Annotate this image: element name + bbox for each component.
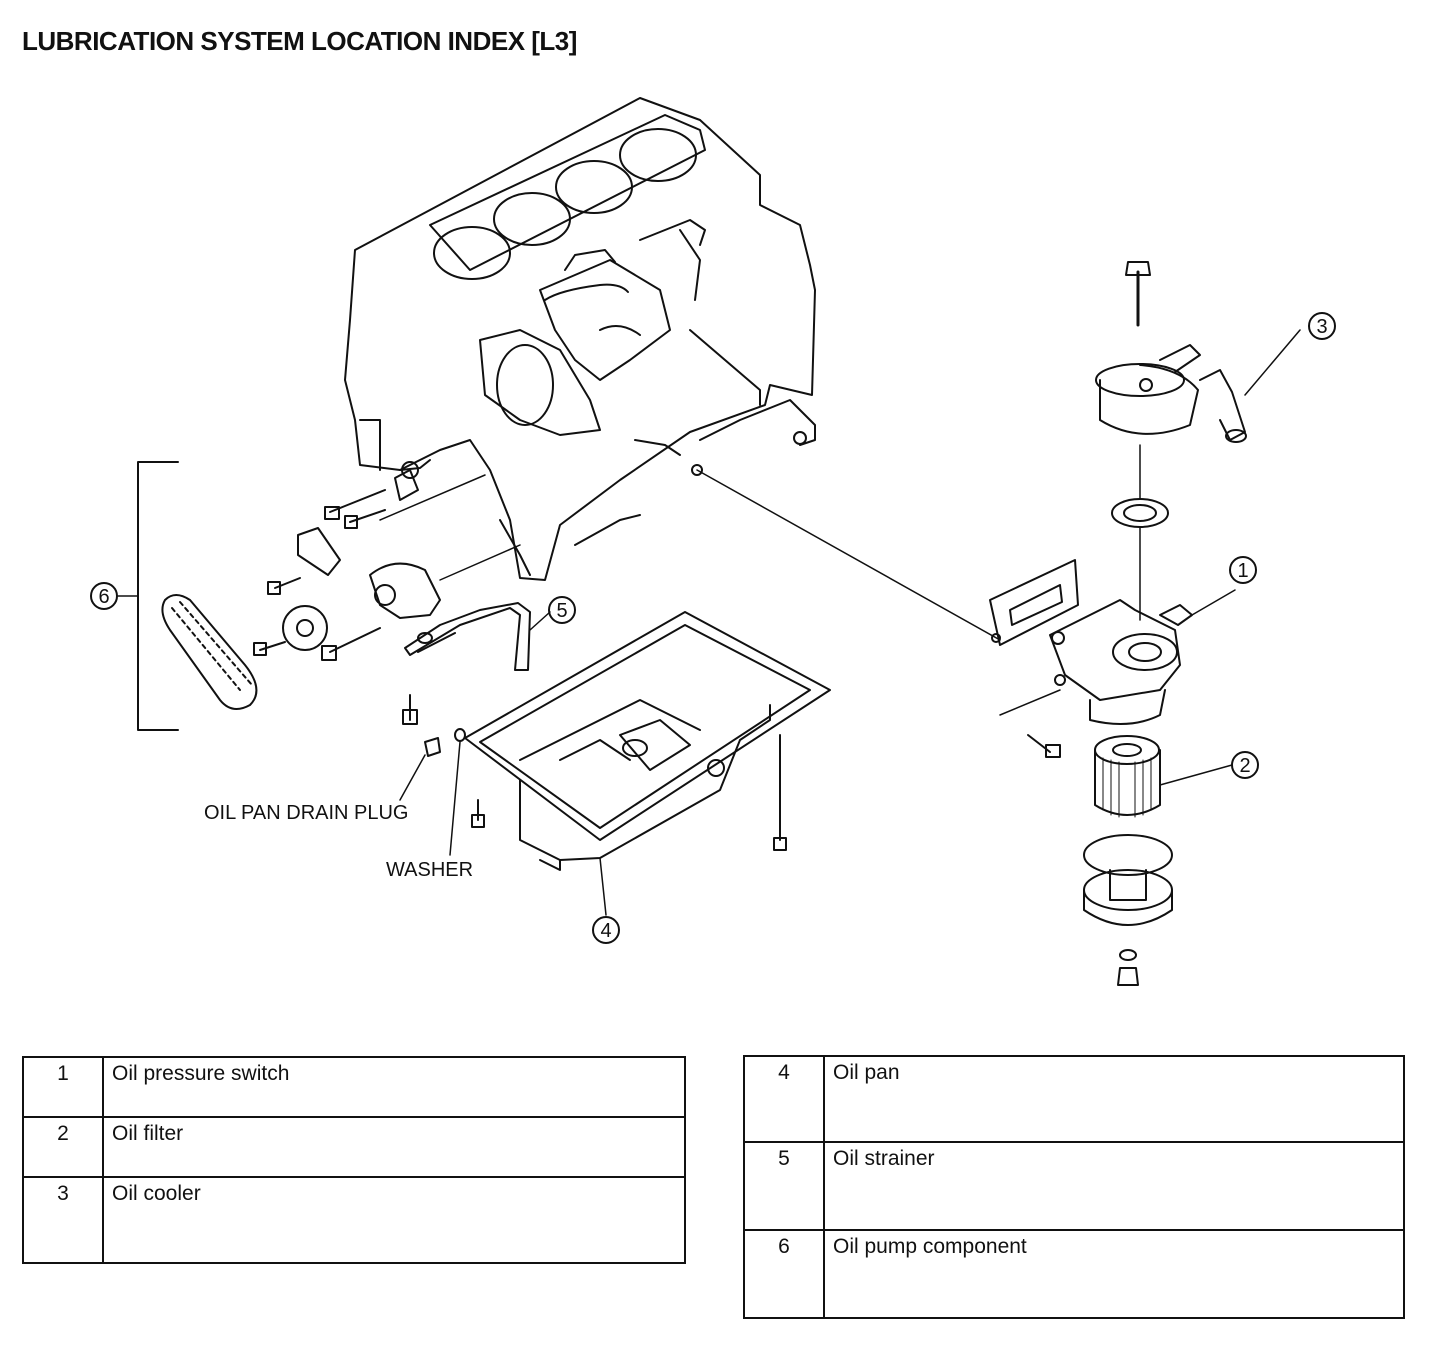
legend-row: 1 Oil pressure switch <box>22 1056 686 1118</box>
exploded-diagram: 6 5 4 3 1 2 OIL PAN DRAIN PLUG WASHER <box>90 97 1336 986</box>
callout-2-number: 2 <box>1239 755 1250 777</box>
legend-row: 5 Oil strainer <box>743 1141 1405 1231</box>
callout-3-number: 3 <box>1316 316 1327 338</box>
oil-strainer <box>402 602 551 725</box>
washer-label: WASHER <box>386 859 473 881</box>
legend-table-right: 4 Oil pan 5 Oil strainer 6 Oil pump comp… <box>743 1055 1405 1319</box>
legend-number: 5 <box>743 1141 825 1231</box>
drain-plug-label: OIL PAN DRAIN PLUG <box>204 802 409 824</box>
callout-6 <box>90 582 139 610</box>
callout-4-number: 4 <box>600 920 611 942</box>
legend-number: 2 <box>22 1116 104 1178</box>
callout-5 <box>548 596 576 624</box>
engine-block <box>344 97 816 581</box>
legend-number: 4 <box>743 1055 825 1143</box>
legend-name: Oil strainer <box>823 1141 1405 1231</box>
legend-number: 6 <box>743 1229 825 1319</box>
legend-row: 4 Oil pan <box>743 1055 1405 1143</box>
legend-number: 3 <box>22 1176 104 1264</box>
oil-filter-housing <box>989 559 1236 758</box>
callout-1 <box>1229 556 1257 584</box>
page-title: LUBRICATION SYSTEM LOCATION INDEX [L3] <box>22 26 577 56</box>
legend-name: Oil pan <box>823 1055 1405 1143</box>
oil-filter <box>1094 735 1233 818</box>
legend-name: Oil pump component <box>823 1229 1405 1319</box>
legend-row: 2 Oil filter <box>22 1116 686 1178</box>
legend-name: Oil pressure switch <box>102 1056 686 1118</box>
callout-2 <box>1231 751 1259 779</box>
legend-table-left: 1 Oil pressure switch 2 Oil filter 3 Oil… <box>22 1056 686 1264</box>
callout-3 <box>1308 312 1336 340</box>
oil-cooler <box>1095 261 1301 621</box>
legend-name: Oil cooler <box>102 1176 686 1264</box>
legend-row: 3 Oil cooler <box>22 1176 686 1264</box>
callout-6-number: 6 <box>98 586 109 608</box>
filter-cap <box>1083 834 1173 986</box>
oil-pump-components <box>137 461 441 731</box>
legend-name: Oil filter <box>102 1116 686 1178</box>
legend-row: 6 Oil pump component <box>743 1229 1405 1319</box>
callout-1-number: 1 <box>1237 560 1248 582</box>
callout-5-number: 5 <box>556 600 567 622</box>
callout-4 <box>592 916 620 944</box>
oil-pan <box>424 611 831 916</box>
legend-number: 1 <box>22 1056 104 1118</box>
